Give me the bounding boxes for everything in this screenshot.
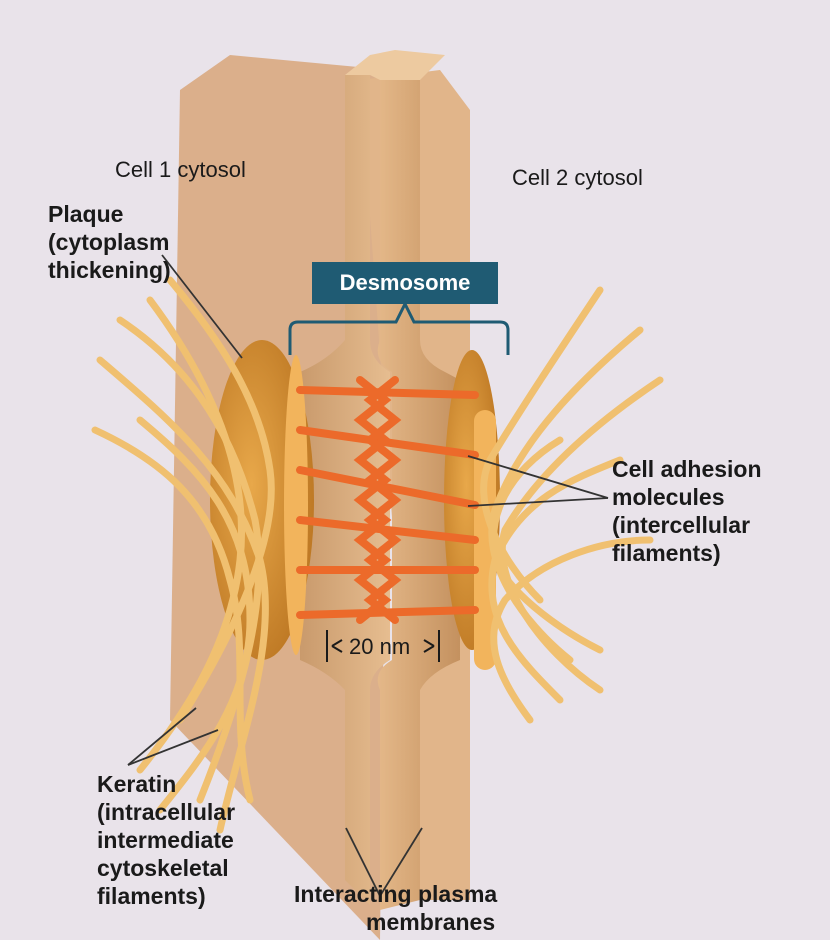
- plaque-label: Plaque (cytoplasm thickening): [48, 200, 171, 284]
- plaque-label-line1: Plaque: [48, 201, 124, 227]
- plaque-label-line3: thickening): [48, 257, 171, 283]
- keratin-label-line2: (intracellular: [97, 799, 236, 825]
- cam-label-line4: filaments): [612, 540, 721, 566]
- desmosome-callout: Desmosome: [312, 262, 498, 304]
- membrane-top-face: [345, 50, 445, 80]
- keratin-label-line1: Keratin: [97, 771, 177, 797]
- keratin-label-line5: filaments): [97, 883, 206, 909]
- keratin-label-line4: cytoskeletal: [97, 855, 229, 881]
- gap-measure: [326, 630, 440, 662]
- cam-label-line1: Cell adhesion: [612, 456, 762, 482]
- cam-label-line3: (intercellular: [612, 512, 751, 538]
- cell-adhesion-label: Cell adhesion molecules (intercellular f…: [612, 455, 762, 567]
- keratin-label: Keratin (intracellular intermediate cyto…: [97, 770, 235, 910]
- cell1-cytosol-label: Cell 1 cytosol: [115, 157, 246, 182]
- membranes-label-line2: membranes: [366, 909, 496, 935]
- desmosome-bracket: [288, 300, 510, 355]
- keratin-label-line3: intermediate: [97, 827, 234, 853]
- gap-width-label: 20 nm: [349, 634, 411, 659]
- membranes-label: Interacting plasma membranes: [294, 880, 497, 936]
- membranes-label-line1: Interacting plasma: [294, 881, 498, 907]
- plaque-label-line2: (cytoplasm: [48, 229, 170, 255]
- cell2-cytosol-label: Cell 2 cytosol: [512, 165, 643, 190]
- left-plaque-rim: [284, 355, 308, 655]
- leader-lines: [127, 254, 609, 897]
- keratin-filaments: [91, 276, 664, 834]
- cam-label-line2: molecules: [612, 484, 725, 510]
- cell-adhesion-filaments: [296, 376, 479, 624]
